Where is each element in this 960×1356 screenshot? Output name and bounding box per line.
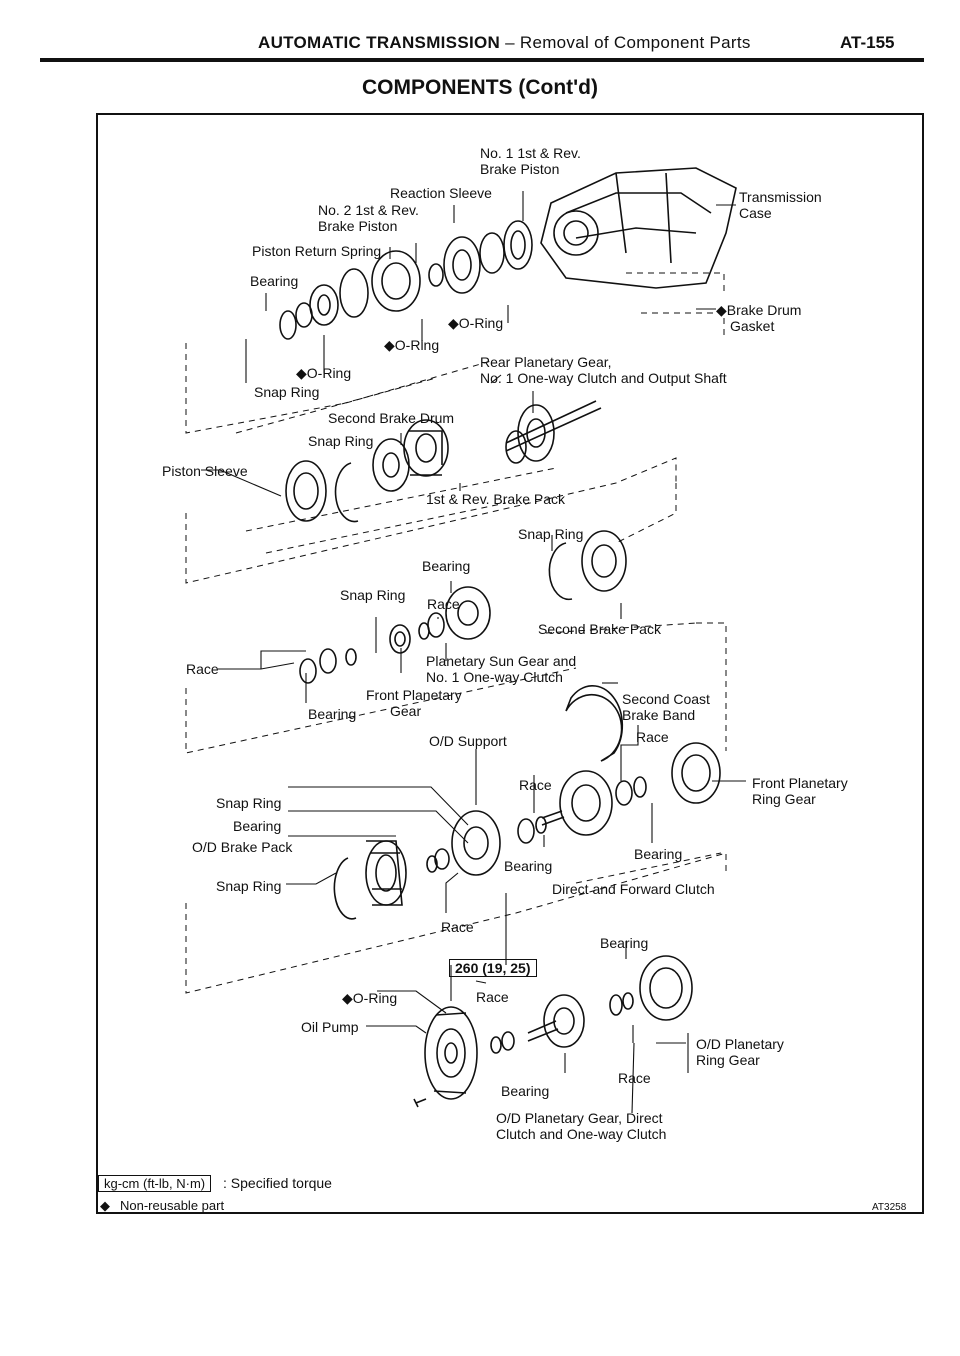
label-oring-b: ◆O-Ring (384, 337, 440, 353)
label-oring-a: ◆O-Ring (448, 315, 504, 331)
figure-code: AT3258 (872, 1202, 907, 1213)
label-piston-sleeve: Piston Sleeve (162, 463, 248, 479)
label-brake-pack-1st-rev: 1st & Rev. Brake Pack (426, 491, 566, 507)
label-race-bottom: Race (476, 989, 509, 1005)
label-reaction-sleeve: Reaction Sleeve (390, 185, 492, 201)
page-heading: COMPONENTS (Cont'd) (362, 76, 598, 99)
header-section-title: AUTOMATIC TRANSMISSION – Removal of Comp… (258, 33, 751, 52)
label-race-mid: Race (427, 596, 460, 612)
legend-nonreusable: ◆Non-reusable part (100, 1198, 225, 1213)
transmission-case-shape (540, 167, 737, 289)
label-snap-ring-2: Snap Ring (308, 433, 374, 449)
label-rear-planetary: Rear Planetary Gear,No. 1 One-way Clutch… (480, 354, 727, 386)
label-oring-d: ◆O-Ring (342, 990, 398, 1006)
direct-forward-clutch-shape (559, 770, 613, 836)
nonreusable-marker: ◆ (296, 365, 307, 381)
label-bearing-center: Bearing (504, 858, 553, 874)
label-torque-value: 260 (19, 25) (449, 959, 537, 977)
figure-frame (96, 113, 924, 1214)
label-race-center: Race (519, 777, 552, 793)
piston-sleeve-shape (285, 460, 327, 522)
label-direct-forward-clutch: Direct and Forward Clutch (552, 881, 715, 897)
header-rule (40, 58, 924, 62)
nonreusable-marker: ◆ (384, 337, 395, 353)
nonreusable-marker: ◆ (448, 315, 459, 331)
piston-return-spring-shape (371, 250, 421, 312)
od-planetary-gear-shape (543, 994, 585, 1048)
label-bearing-top: Bearing (250, 273, 299, 289)
label-od-support: O/D Support (429, 733, 507, 749)
label-race-bottom-right: Race (618, 1070, 651, 1086)
oil-pump-shape (424, 1006, 478, 1100)
header-subtitle: – Removal of Component Parts (505, 33, 751, 52)
label-snap-ring-3: Snap Ring (518, 526, 584, 542)
label-bearing-left: Bearing (308, 706, 357, 722)
torque-box: 260 (19, 25) (449, 959, 537, 977)
label-second-brake-pack: Second Brake Pack (538, 621, 661, 637)
second-coast-brake-band-shape (565, 684, 624, 762)
label-bearing-bottom: Bearing (501, 1083, 550, 1099)
label-bearing-right: Bearing (634, 846, 683, 862)
planetary-sun-gear-shape (445, 586, 491, 640)
exploded-view-diagram (185, 167, 746, 1114)
page-number: AT-155 (840, 33, 895, 52)
label-snap-ring-4: Snap Ring (340, 587, 406, 603)
label-no1-brake-piston: No. 1 1st & Rev.Brake Piston (480, 145, 581, 177)
label-no2-brake-piston: No. 2 1st & Rev.Brake Piston (318, 202, 419, 234)
label-bearing-lower: Bearing (600, 935, 649, 951)
label-snap-ring-5: Snap Ring (216, 795, 282, 811)
label-oil-pump: Oil Pump (301, 1019, 359, 1035)
nonreusable-marker: ◆ (342, 990, 353, 1006)
legend-torque: kg-cm (ft-lb, N·m) : Specified torque (98, 1175, 332, 1192)
nonreusable-icon: ◆ (100, 1198, 110, 1213)
reaction-sleeve-shape (503, 220, 533, 270)
label-bearing-5: Bearing (233, 818, 282, 834)
label-race-right: Race (636, 729, 669, 745)
nonreusable-marker: ◆ (716, 302, 727, 318)
label-snap-ring-6: Snap Ring (216, 878, 282, 894)
label-second-brake-drum: Second Brake Drum (328, 410, 455, 426)
diagram-labels: No. 1 1st & Rev.Brake Piston Reaction Sl… (96, 113, 924, 1214)
label-snap-ring-1: Snap Ring (254, 384, 320, 400)
od-planetary-ring-gear-shape (639, 955, 693, 1021)
label-race-left: Race (186, 661, 219, 677)
label-piston-return-spring: Piston Return Spring (252, 243, 382, 259)
second-brake-pack-shape (581, 530, 627, 592)
label-od-brake-pack: O/D Brake Pack (192, 839, 293, 855)
legend-torque-box: kg-cm (ft-lb, N·m) (98, 1175, 212, 1192)
label-oring-c: ◆O-Ring (296, 365, 352, 381)
front-planetary-ring-gear-shape (671, 742, 721, 804)
label-bearing-mid: Bearing (422, 558, 471, 574)
od-support-shape (451, 810, 501, 876)
label-race-lower: Race (441, 919, 474, 935)
